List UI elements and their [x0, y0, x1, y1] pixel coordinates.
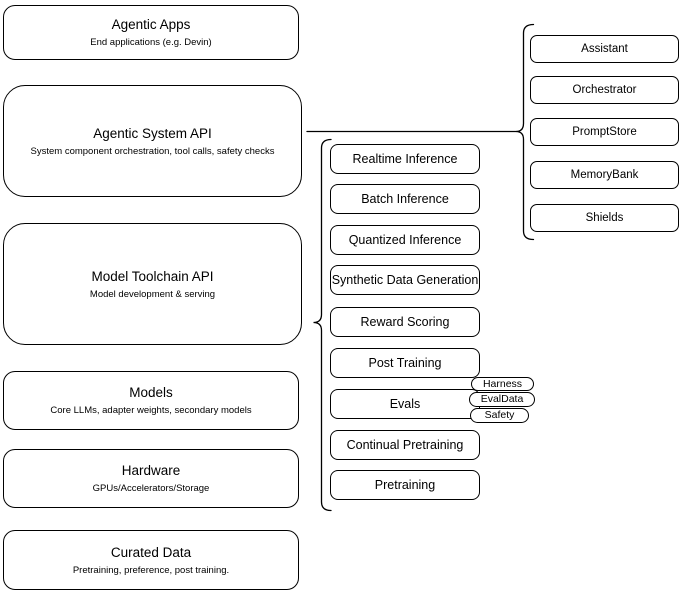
- layer-box-hardware: Hardware GPUs/Accelerators/Storage: [3, 449, 299, 508]
- toolchain-item-reward-scoring: Reward Scoring: [330, 307, 480, 337]
- system-component-memorybank: MemoryBank: [530, 161, 679, 189]
- toolchain-item-evals: Evals: [330, 389, 480, 419]
- toolchain-item-synthetic-data-generation: Synthetic Data Generation: [330, 265, 480, 295]
- layer-title: Agentic Apps: [111, 17, 191, 32]
- evals-tag-safety: Safety: [470, 408, 529, 423]
- layer-title: Model Toolchain API: [91, 268, 214, 284]
- layer-box-model-toolchain-api: Model Toolchain API Model development & …: [3, 223, 302, 345]
- toolchain-item-post-training: Post Training: [330, 348, 480, 378]
- layer-box-curated-data: Curated Data Pretraining, preference, po…: [3, 530, 299, 590]
- toolchain-brace: [313, 138, 332, 512]
- layer-subtitle: Model development & serving: [89, 288, 216, 300]
- toolchain-item-quantized-inference: Quantized Inference: [330, 225, 480, 255]
- evals-tag-evaldata: EvalData: [469, 392, 535, 407]
- toolchain-item-realtime-inference: Realtime Inference: [330, 144, 480, 174]
- layer-subtitle: System component orchestration, tool cal…: [30, 145, 275, 157]
- toolchain-item-batch-inference: Batch Inference: [330, 184, 480, 214]
- layer-subtitle: End applications (e.g. Devin): [90, 37, 212, 48]
- evals-tag-harness: Harness: [471, 377, 534, 391]
- layer-subtitle: Core LLMs, adapter weights, secondary mo…: [50, 405, 252, 416]
- layer-subtitle: Pretraining, preference, post training.: [72, 564, 230, 576]
- layer-box-models: Models Core LLMs, adapter weights, secon…: [3, 371, 299, 430]
- layer-title: Models: [129, 385, 173, 400]
- system-component-assistant: Assistant: [530, 35, 679, 63]
- layer-title: Agentic System API: [93, 125, 212, 141]
- toolchain-item-continual-pretraining: Continual Pretraining: [330, 430, 480, 460]
- system-component-orchestrator: Orchestrator: [530, 76, 679, 104]
- system-component-promptstore: PromptStore: [530, 118, 679, 146]
- system-component-shields: Shields: [530, 204, 679, 232]
- layer-box-agentic-system-api: Agentic System API System component orch…: [3, 85, 302, 197]
- layer-subtitle: GPUs/Accelerators/Storage: [92, 483, 210, 494]
- layer-box-agentic-apps: Agentic Apps End applications (e.g. Devi…: [3, 5, 299, 60]
- layer-title: Hardware: [121, 463, 181, 478]
- toolchain-item-pretraining: Pretraining: [330, 470, 480, 500]
- layer-title: Curated Data: [110, 544, 192, 560]
